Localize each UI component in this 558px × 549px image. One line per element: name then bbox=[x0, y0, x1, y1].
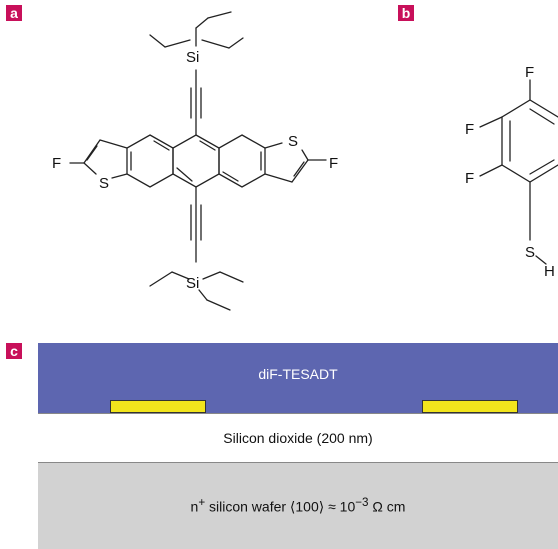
atom-f-upper-left: F bbox=[465, 121, 474, 138]
semiconductor-label: diF-TESADT bbox=[258, 366, 338, 382]
source-electrode bbox=[110, 400, 206, 413]
atom-s-left: S bbox=[99, 175, 109, 192]
molecule-pentafluorothiophenol bbox=[479, 79, 558, 265]
wafer-sup: + bbox=[198, 495, 206, 509]
wafer-middle: silicon wafer ⟨100⟩ ≈ 10 bbox=[205, 498, 356, 515]
atom-f-left: F bbox=[52, 155, 61, 172]
wafer-layer: n+ silicon wafer ⟨100⟩ ≈ 10−3 Ω cm bbox=[38, 462, 558, 549]
atom-si-top: Si bbox=[186, 49, 199, 66]
drain-electrode bbox=[422, 400, 518, 413]
panel-label-a: a bbox=[6, 5, 22, 21]
wafer-prefix: n bbox=[190, 498, 199, 515]
chemical-structures: Si Si F S S F F F F S H bbox=[52, 11, 558, 311]
panel-label-b: b bbox=[398, 5, 414, 21]
atom-f-top: F bbox=[525, 64, 534, 81]
atom-s-right: S bbox=[288, 133, 298, 150]
dielectric-label: Silicon dioxide (200 nm) bbox=[223, 429, 373, 446]
molecule-difluoro-tesadt bbox=[69, 11, 327, 311]
interface-line-2 bbox=[38, 462, 558, 463]
wafer-unit: Ω cm bbox=[368, 498, 406, 515]
wafer-exp: −3 bbox=[355, 495, 369, 509]
dielectric-layer: Silicon dioxide (200 nm) bbox=[38, 413, 558, 462]
atom-s-thiol: S bbox=[525, 244, 535, 261]
atom-f-right: F bbox=[329, 155, 338, 172]
atom-si-bottom: Si bbox=[186, 275, 199, 292]
atom-h-thiol: H bbox=[544, 263, 555, 280]
atom-f-lower-left: F bbox=[465, 170, 474, 187]
wafer-label: n+ silicon wafer ⟨100⟩ ≈ 10−3 Ω cm bbox=[191, 496, 406, 516]
interface-line-1 bbox=[38, 413, 558, 414]
device-cross-section: diF-TESADT Silicon dioxide (200 nm) n+ s… bbox=[38, 343, 558, 549]
panel-label-c: c bbox=[6, 343, 22, 359]
